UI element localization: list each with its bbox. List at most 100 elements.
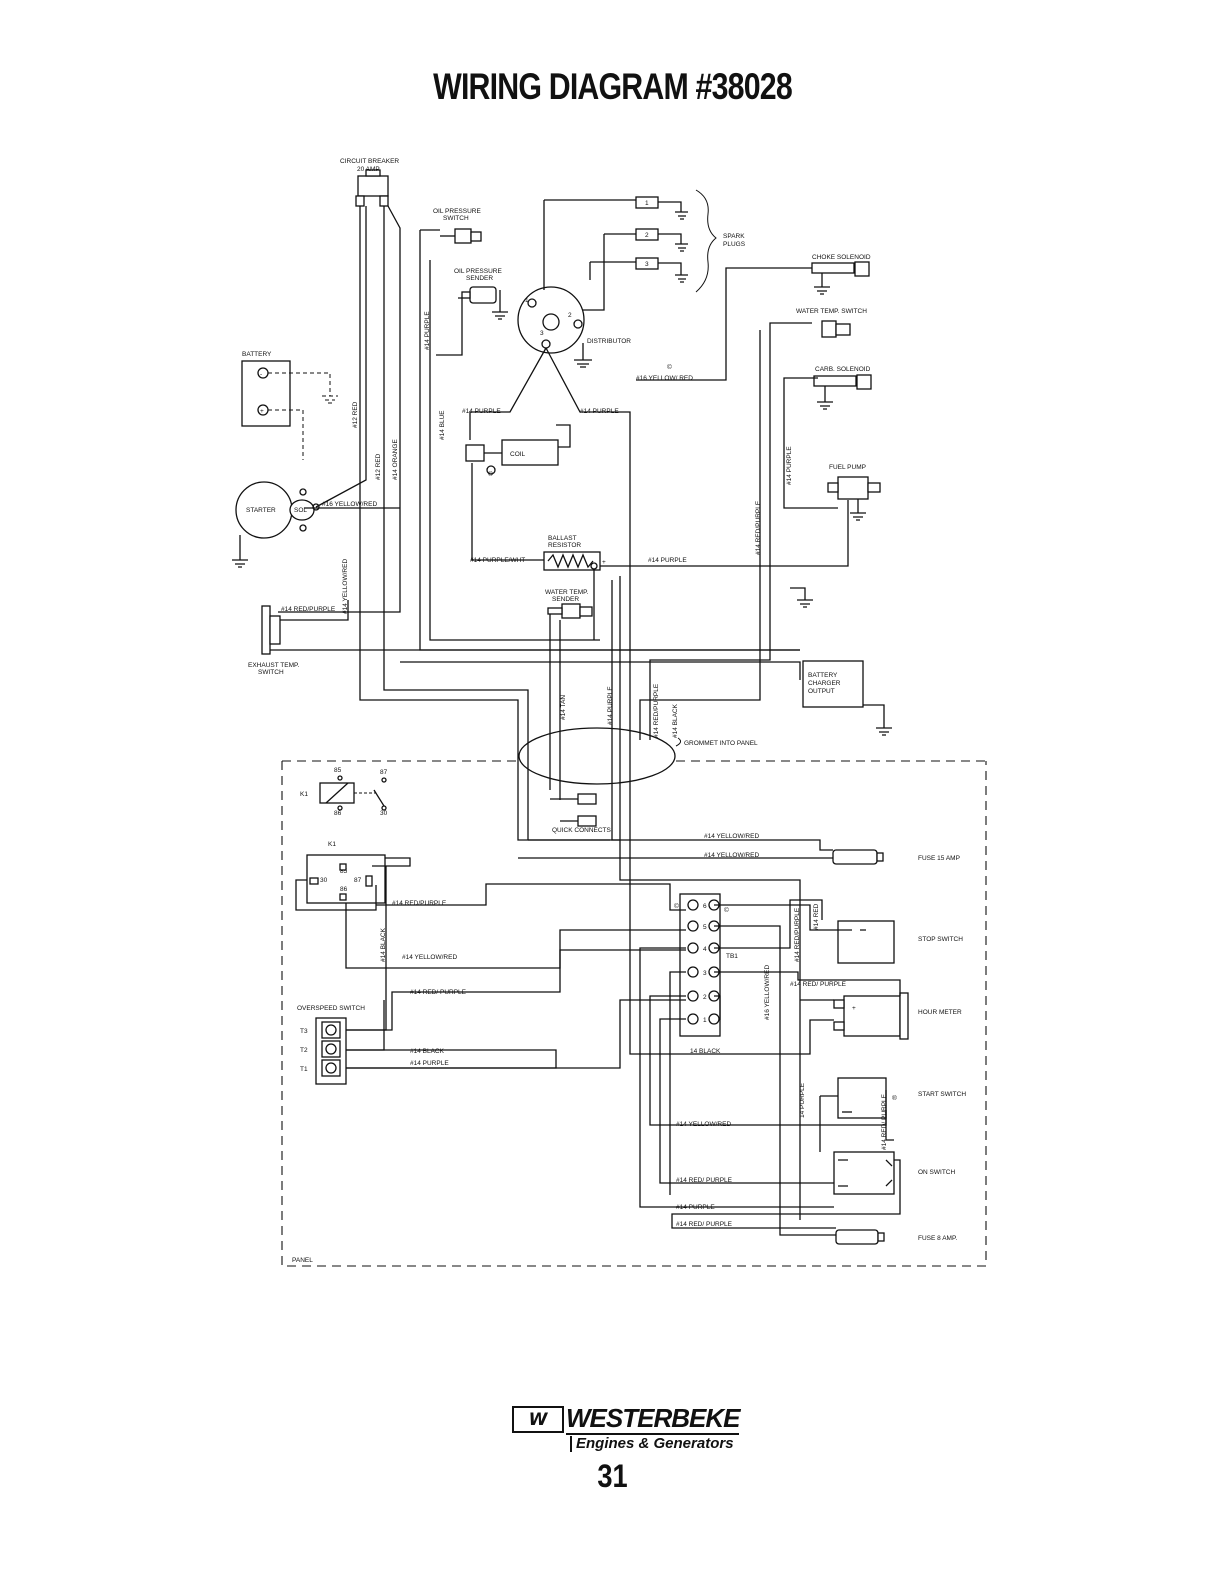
svg-text:PLUGS: PLUGS	[723, 241, 746, 248]
svg-text:STOP SWITCH: STOP SWITCH	[918, 936, 963, 943]
logo-brand-name: WESTERBEKE	[566, 1403, 740, 1435]
distributor: 1 2 3 DISTRIBUTOR	[517, 286, 631, 368]
svg-text:#14 YELLOW/RED: #14 YELLOW/RED	[704, 833, 759, 840]
svg-text:BATTERY: BATTERY	[808, 672, 838, 679]
svg-text:#14 BLACK: #14 BLACK	[410, 1048, 445, 1055]
svg-text:#14 YELLOW/RED: #14 YELLOW/RED	[676, 1121, 731, 1128]
svg-text:#16 YELLOW/RED: #16 YELLOW/RED	[764, 965, 771, 1020]
svg-text:FUEL PUMP: FUEL PUMP	[829, 464, 866, 471]
svg-text:FUSE 8 AMP.: FUSE 8 AMP.	[918, 1235, 957, 1242]
svg-text:START SWITCH: START SWITCH	[918, 1091, 966, 1098]
svg-text:#14 YELLOW/RED: #14 YELLOW/RED	[402, 954, 457, 961]
svg-text:#14 PURPLE: #14 PURPLE	[676, 1204, 715, 1211]
svg-text:CHOKE SOLENOID: CHOKE SOLENOID	[812, 254, 871, 261]
svg-text:ON SWITCH: ON SWITCH	[918, 1169, 955, 1176]
svg-text:T1: T1	[300, 1066, 308, 1073]
svg-text:EXHAUST TEMP.: EXHAUST TEMP.	[248, 662, 299, 669]
circuit-breaker: CIRCUIT BREAKER 20 AMP	[340, 158, 399, 207]
svg-text:BATTERY: BATTERY	[242, 351, 272, 358]
logo-mark: W	[512, 1406, 564, 1433]
svg-text:#14 PURPLE: #14 PURPLE	[786, 446, 793, 485]
svg-text:3: 3	[703, 970, 707, 977]
svg-text:#14 BLACK: #14 BLACK	[672, 703, 679, 738]
wire-labels-panel: #14 YELLOW/RED #14 YELLOW/RED #14 RED/PU…	[380, 833, 888, 1228]
svg-text:SWITCH: SWITCH	[443, 215, 469, 222]
page-number: 31	[597, 1458, 628, 1494]
svg-text:#14 RED/ PURPLE: #14 RED/ PURPLE	[676, 1221, 733, 1228]
svg-text:CHARGER: CHARGER	[808, 680, 841, 687]
ballast-resistor: BALLAST RESISTOR +	[543, 535, 606, 571]
svg-text:#14 RED/PURPLE: #14 RED/PURPLE	[653, 683, 660, 738]
svg-text:1: 1	[703, 1017, 707, 1024]
svg-text:-: -	[260, 371, 262, 378]
k1-relay: K1 30 87 85 86	[306, 841, 386, 904]
svg-text:BALLAST: BALLAST	[548, 535, 577, 542]
oil-pressure-sender: OIL PRESSURE SENDER	[454, 268, 508, 320]
fuel-pump: FUEL PUMP	[827, 464, 881, 521]
svg-text:OIL PRESSURE: OIL PRESSURE	[433, 208, 481, 215]
svg-text:#14 ORANGE: #14 ORANGE	[392, 439, 399, 480]
fuse-15-amp: FUSE 15 AMP	[832, 849, 960, 865]
svg-text:6: 6	[703, 903, 707, 910]
svg-text:FUSE 15 AMP: FUSE 15 AMP	[918, 855, 960, 862]
svg-text:#12 RED: #12 RED	[352, 401, 359, 428]
svg-text:3: 3	[645, 261, 649, 268]
stop-switch: STOP SWITCH	[837, 920, 963, 964]
svg-text:©: ©	[667, 363, 672, 371]
svg-text:®: ®	[488, 470, 493, 478]
svg-text:T2: T2	[300, 1047, 308, 1054]
svg-text:#14 BLACK: #14 BLACK	[380, 927, 387, 962]
tb1-terminal-block: 6 5 4 3 2 1 TB1 © ©	[674, 893, 738, 1037]
svg-text:#14 YELLOW/RED: #14 YELLOW/RED	[704, 852, 759, 859]
battery-charger-output: BATTERY CHARGER OUTPUT	[790, 587, 892, 736]
svg-text:5: 5	[703, 924, 707, 931]
svg-text:#14 RED/PURPLE: #14 RED/PURPLE	[392, 900, 447, 907]
label-panel: PANEL	[292, 1257, 313, 1264]
wire-labels-upper: #12 RED #12 RED #14 ORANGE #14 BLUE #14 …	[281, 311, 793, 738]
svg-text:®: ®	[892, 1094, 897, 1102]
svg-text:SENDER: SENDER	[466, 275, 493, 282]
svg-text:SOL: SOL	[294, 507, 307, 514]
svg-text:4: 4	[703, 946, 707, 953]
svg-text:+: +	[852, 1005, 856, 1012]
fuse-8-amp: FUSE 8 AMP.	[835, 1229, 957, 1245]
engine-harness	[270, 199, 849, 960]
svg-text:#14 PURPLE: #14 PURPLE	[410, 1060, 449, 1067]
label-circuit-breaker: CIRCUIT BREAKER	[340, 158, 399, 165]
svg-text:©: ©	[724, 906, 729, 914]
on-switch: ON SWITCH	[833, 1151, 955, 1195]
svg-text:86: 86	[334, 810, 342, 817]
k1-relay-symbol: K1 85 86 87 30	[300, 767, 388, 817]
svg-text:#12 RED: #12 RED	[375, 453, 382, 480]
svg-text:#14 PURPLE: #14 PURPLE	[580, 408, 619, 415]
svg-text:+: +	[602, 559, 606, 566]
svg-text:K1: K1	[328, 841, 336, 848]
svg-text:STARTER: STARTER	[246, 507, 276, 514]
svg-text:HOUR METER: HOUR METER	[918, 1009, 962, 1016]
svg-text:COIL: COIL	[510, 451, 526, 458]
oil-pressure-switch: OIL PRESSURE SWITCH	[433, 208, 482, 244]
starter: STARTER SOL	[232, 481, 320, 568]
svg-text:CARB. SOLENOID: CARB. SOLENOID	[815, 366, 871, 373]
svg-text:14 BLACK: 14 BLACK	[690, 1048, 721, 1055]
svg-text:#14 PURPLE: #14 PURPLE	[607, 686, 614, 725]
grommet: GROMMET INTO PANEL	[518, 727, 758, 785]
svg-text:1: 1	[645, 200, 649, 207]
svg-text:85: 85	[340, 868, 348, 875]
logo-tagline: Engines & Generators	[570, 1436, 734, 1452]
svg-text:#14 RED/ PURPLE: #14 RED/ PURPLE	[676, 1177, 733, 1184]
svg-text:1: 1	[525, 297, 529, 304]
page-title: WIRING DIAGRAM #38028	[433, 66, 793, 107]
svg-text:+: +	[260, 408, 264, 415]
svg-text:K1: K1	[300, 791, 308, 798]
overspeed-switch: OVERSPEED SWITCH T3 T2 T1	[297, 1005, 365, 1085]
svg-text:86: 86	[340, 886, 348, 893]
svg-text:#14 RED/ PURPLE: #14 RED/ PURPLE	[410, 989, 467, 996]
svg-text:#14 RED/ PURPLE: #14 RED/ PURPLE	[881, 1093, 888, 1150]
svg-text:SENDER: SENDER	[552, 596, 579, 603]
svg-text:GROMMET INTO PANEL: GROMMET INTO PANEL	[684, 740, 758, 747]
svg-text:#14 PURPLE/WHT: #14 PURPLE/WHT	[470, 557, 525, 564]
svg-text:©: ©	[674, 902, 679, 910]
svg-text:#14 RED: #14 RED	[813, 903, 820, 930]
panel-outline: PANEL	[281, 760, 987, 1267]
